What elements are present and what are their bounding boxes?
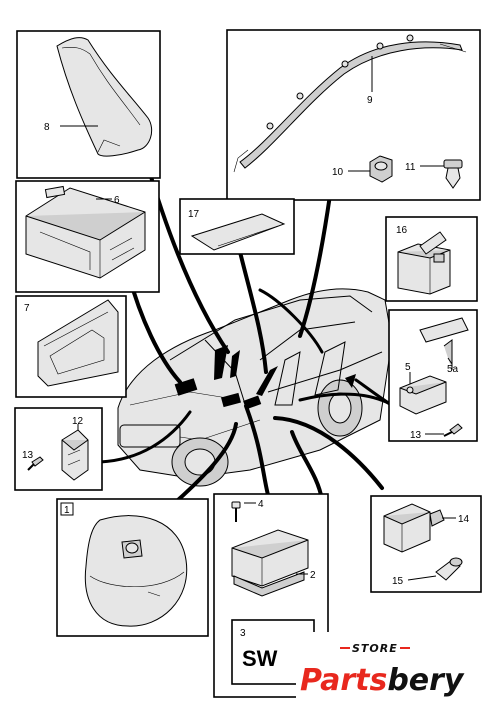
callout-5: 5	[405, 362, 411, 373]
callout-1: 1	[64, 505, 70, 516]
callout-17: 17	[188, 209, 200, 220]
leader-lines	[98, 158, 392, 502]
watermark-store: STORE	[352, 642, 398, 655]
box-8-curtain-cover: 8	[16, 30, 161, 179]
box-1-driver-airbag: 1	[56, 498, 209, 637]
callout-7: 7	[24, 303, 30, 314]
callout-12: 12	[72, 416, 84, 427]
box-7-knee-panel: 7	[15, 295, 127, 398]
callout-11: 11	[405, 162, 416, 173]
callout-16: 16	[396, 225, 408, 236]
callout-13-right: 13	[410, 430, 422, 441]
watermark-brand: Partsbery	[300, 663, 465, 698]
callout-9: 9	[367, 95, 373, 106]
sw-label: SW	[242, 646, 278, 671]
callout-4: 4	[258, 499, 264, 510]
box-16-control-unit: 16	[385, 216, 478, 302]
callout-10: 10	[332, 167, 344, 178]
box-2-airbag-control-module: 4 2 3 SW	[213, 493, 329, 698]
callout-13-left: 13	[22, 450, 34, 461]
callout-8: 8	[44, 122, 50, 133]
callout-15: 15	[392, 576, 404, 587]
watermark-logo: STORE Partsbery	[296, 632, 478, 708]
callout-14: 14	[458, 514, 470, 525]
watermark-brand-red: Parts	[300, 663, 387, 698]
box-17-label: 17	[179, 198, 295, 255]
box-14-sensor-connector: 14 15	[370, 495, 482, 593]
callout-5a: 5a	[447, 364, 459, 375]
box-12-sensor-bracket: 12 13	[14, 407, 103, 491]
callout-2: 2	[310, 570, 316, 581]
box-5-impact-sensor: 5 5a 13	[388, 309, 478, 442]
box-9-curtain-airbag: 9 10 11	[226, 29, 481, 201]
callout-3: 3	[240, 628, 246, 639]
box-6-passenger-airbag: 6	[15, 180, 160, 293]
callout-6: 6	[114, 195, 120, 206]
watermark-brand-black: bery	[387, 663, 465, 698]
